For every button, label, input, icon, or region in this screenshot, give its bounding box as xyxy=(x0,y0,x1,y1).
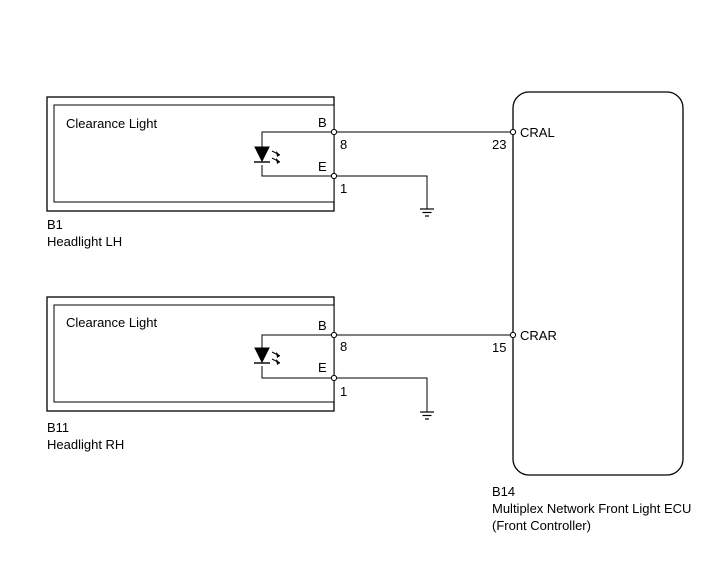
wire-b11-to-ground xyxy=(337,377,428,412)
ecu-name-line1: Multiplex Network Front Light ECU xyxy=(492,501,691,516)
headlight-rh-terminal-b-dot xyxy=(330,331,338,339)
ecu-box xyxy=(512,91,684,476)
ecu-name-line2: (Front Controller) xyxy=(492,518,591,533)
led-icon xyxy=(254,347,281,365)
headlight-lh-terminal-e-pin: 1 xyxy=(340,181,347,196)
led-icon xyxy=(254,146,281,164)
headlight-lh-id: B1 xyxy=(47,217,63,232)
ground-icon xyxy=(420,411,434,420)
ecu-terminal-cral-dot xyxy=(509,128,517,136)
headlight-rh-internal-wire-b xyxy=(261,334,334,348)
headlight-rh-name: Headlight RH xyxy=(47,437,124,452)
headlight-rh-internal-wire-e xyxy=(261,366,334,379)
headlight-lh-terminal-e-label: E xyxy=(318,159,327,174)
headlight-rh-terminal-e-label: E xyxy=(318,360,327,375)
ecu-terminal-crar-dot xyxy=(509,331,517,339)
ecu-id: B14 xyxy=(492,484,515,499)
headlight-lh-internal-wire-e xyxy=(261,165,334,177)
headlight-lh-internal-wire-b xyxy=(261,131,334,147)
headlight-rh-component-label: Clearance Light xyxy=(66,315,157,330)
headlight-lh-terminal-b-pin: 8 xyxy=(340,137,347,152)
headlight-rh: Clearance Light B 8 E 1 B11 Head xyxy=(46,296,510,452)
headlight-lh: Clearance Light B 8 E 1 B1 Headl xyxy=(46,96,510,249)
headlight-lh-component-label: Clearance Light xyxy=(66,116,157,131)
headlight-lh-terminal-b-label: B xyxy=(318,115,327,130)
headlight-lh-terminal-b-dot xyxy=(330,128,338,136)
ecu-terminal-cral-pin: 23 xyxy=(492,137,506,152)
headlight-lh-terminal-e-dot xyxy=(330,172,338,180)
ecu-terminal-cral-label: CRAL xyxy=(520,125,555,140)
headlight-rh-terminal-e-pin: 1 xyxy=(340,384,347,399)
headlight-lh-inner-box xyxy=(53,104,335,203)
headlight-rh-inner-box xyxy=(53,304,335,403)
headlight-rh-terminal-b-label: B xyxy=(318,318,327,333)
headlight-lh-name: Headlight LH xyxy=(47,234,122,249)
ecu-terminal-crar-pin: 15 xyxy=(492,340,506,355)
wire-b1-to-ground xyxy=(337,175,428,209)
ground-icon xyxy=(420,208,434,217)
ecu-terminal-crar-label: CRAR xyxy=(520,328,557,343)
ecu-b14: CRAL 23 CRAR 15 B14 Multiplex Network Fr… xyxy=(492,91,691,533)
headlight-rh-id: B11 xyxy=(47,420,69,435)
headlight-rh-terminal-b-pin: 8 xyxy=(340,339,347,354)
headlight-rh-terminal-e-dot xyxy=(330,374,338,382)
